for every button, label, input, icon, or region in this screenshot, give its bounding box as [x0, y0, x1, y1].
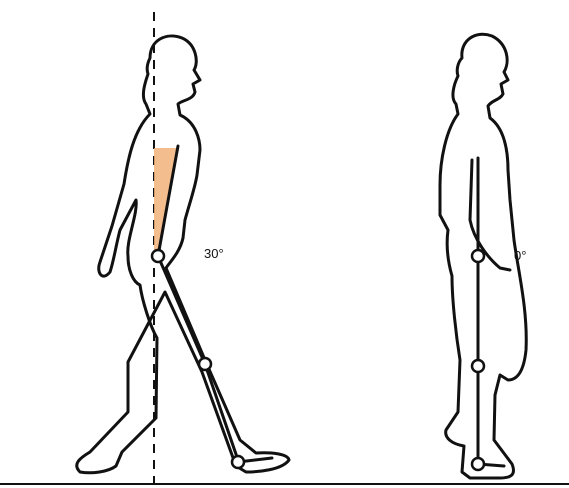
left-angle-label: 30° [204, 246, 224, 261]
right-standing-figure: 0° [440, 34, 526, 478]
right-knee-joint [472, 360, 484, 372]
right-hip-joint [472, 250, 484, 262]
left-hip-joint [152, 250, 164, 262]
left-walking-figure: 30° [77, 12, 289, 484]
left-shank-line [205, 364, 238, 460]
left-ankle-joint [232, 456, 244, 468]
left-knee-joint [199, 358, 211, 370]
left-figure-body-outline [77, 36, 289, 473]
right-angle-label: 0° [514, 248, 526, 263]
left-thigh-line [158, 256, 205, 364]
right-ankle-joint [472, 458, 484, 470]
